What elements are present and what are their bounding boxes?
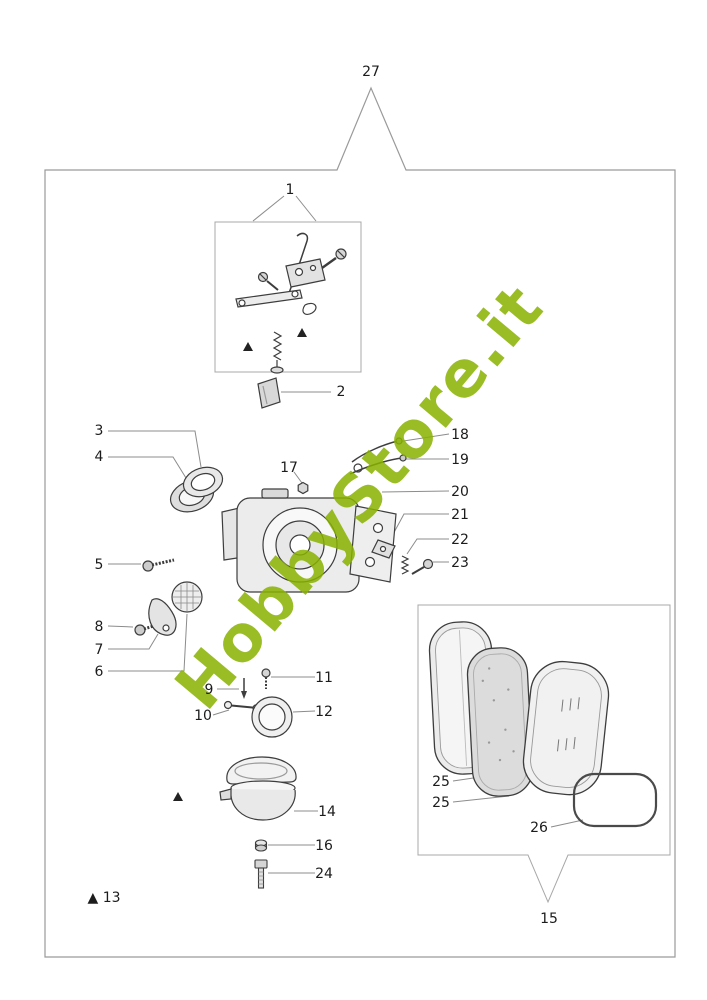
part-label-15: 15: [540, 911, 558, 927]
part-label-18: 18: [451, 427, 469, 443]
inset-box-part1: [214, 221, 362, 373]
filter-cover: [522, 660, 610, 796]
part-label-8: 8: [94, 619, 104, 635]
part-label-10: 10: [194, 708, 212, 724]
air-filter-drawing: [428, 621, 658, 828]
part-label-25b: 25: [432, 795, 450, 811]
part-label-19: 19: [451, 452, 469, 468]
part-label-14: 14: [318, 804, 336, 820]
part-label-25a: 25: [432, 774, 450, 790]
intake-sleeve-drawing: [169, 466, 224, 513]
part-label-24: 24: [315, 866, 333, 882]
filter-element-part25: [466, 647, 534, 797]
throttle-slide-drawing: [257, 377, 281, 409]
airbox-drawing: [173, 756, 297, 821]
part-label-9: 9: [204, 682, 214, 698]
part-label-7: 7: [94, 642, 104, 658]
part-label-2: 2: [336, 384, 346, 400]
part-label-21: 21: [451, 507, 469, 523]
part-label-3: 3: [94, 423, 104, 439]
triangle-marker: [243, 342, 253, 351]
carburetor-drawing: [221, 437, 434, 593]
screw-part23: [422, 558, 434, 570]
throttle-assembly-drawing: [235, 232, 347, 374]
part-label-23: 23: [451, 555, 469, 571]
part-label-1: 1: [285, 182, 295, 198]
part-label-22: 22: [451, 532, 469, 548]
wire-ring-part26: [572, 772, 658, 828]
nut-part17: [297, 481, 309, 495]
part-label-5: 5: [94, 557, 104, 573]
pump-assembly-drawing: [134, 581, 203, 636]
part-label-20: 20: [451, 484, 469, 500]
part-label-6: 6: [94, 664, 104, 680]
float-bowl-drawing: [223, 668, 293, 738]
part-label-13: ▲ 13: [87, 890, 121, 906]
main-border: [44, 86, 676, 958]
part-label-27: 27: [362, 64, 380, 80]
triangle-marker: [297, 328, 307, 337]
spring-part22: [400, 555, 410, 575]
part-label-12: 12: [315, 704, 333, 720]
part-label-26: 26: [530, 820, 548, 836]
part-label-11: 11: [315, 670, 333, 686]
part-label-16: 16: [315, 838, 333, 854]
leader-lines: [107, 195, 584, 874]
triangle-marker: [173, 792, 183, 801]
part-label-4: 4: [94, 449, 104, 465]
screw-part5-drawing: [142, 558, 175, 572]
nut-bolt-drawing: [254, 839, 268, 889]
part-label-17: 17: [280, 460, 298, 476]
inset-box-part15: [417, 604, 671, 904]
